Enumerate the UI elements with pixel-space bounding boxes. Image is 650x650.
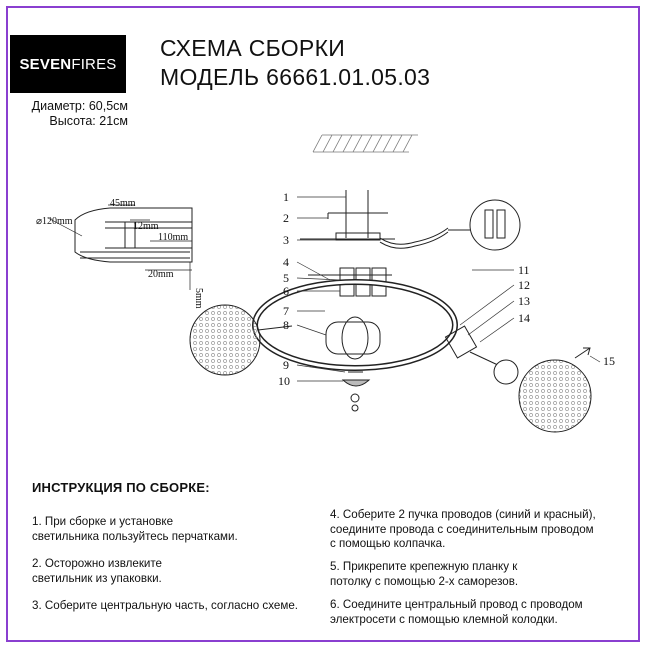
connector-detail <box>448 199 521 251</box>
callout-14: 14 <box>518 311 530 325</box>
callout-11: 11 <box>518 263 530 277</box>
callout-4: 4 <box>283 255 289 269</box>
step-4-line-2: соедините провода с соединительным прово… <box>330 522 594 536</box>
instructions-heading: ИНСТРУКЦИЯ ПО СБОРКЕ: <box>32 480 210 495</box>
callout-leaders <box>296 196 601 382</box>
step-5-line-1: 5. Прикрепите крепежную планку к <box>330 560 518 573</box>
height-text: Высота: 21см <box>49 114 128 128</box>
diameter-text: Диаметр: 60,5см <box>31 99 128 113</box>
page-title: СХЕМА СБОРКИ МОДЕЛЬ 66661.01.05.03 <box>160 34 430 92</box>
instruction-step-3: 3. Соберите центральную часть, согласно … <box>32 599 298 614</box>
callout-15: 15 <box>603 354 615 368</box>
right-glass-shade <box>444 325 592 433</box>
dimensions-block: Диаметр: 60,5см Высота: 21см <box>4 99 128 129</box>
step-4-line-3: с помощью колпачка. <box>330 537 446 550</box>
callout-6: 6 <box>283 284 289 298</box>
page-frame <box>6 6 640 642</box>
callout-3: 3 <box>283 233 289 247</box>
callout-5: 5 <box>283 271 289 285</box>
logo-bold-text: SEVEN <box>19 55 72 73</box>
step-6-line-1: 6. Соедините центральный провод с провод… <box>330 598 583 611</box>
step-3-line-1: 3. Соберите центральную часть, согласно … <box>32 599 298 612</box>
central-assembly <box>300 190 449 412</box>
callout-2: 2 <box>283 211 289 225</box>
instruction-step-1: 1. При сборке и установке светильника по… <box>32 515 238 544</box>
step-2-line-2: светильник из упаковки. <box>32 571 162 585</box>
left-glass-shade <box>189 304 293 376</box>
detail-label-d110: 110mm <box>158 232 188 243</box>
detail-label-d120: ⌀120mm <box>36 216 73 227</box>
callout-12: 12 <box>518 278 530 292</box>
step-1-line-2: светильника пользуйтесь перчатками. <box>32 529 238 543</box>
step-2-line-1: 2. Осторожно извлеките <box>32 557 162 570</box>
callout-1: 1 <box>283 190 289 204</box>
instruction-step-2: 2. Осторожно извлеките светильник из упа… <box>32 557 162 586</box>
logo-light-text: FIRES <box>71 55 117 73</box>
title-line-1: СХЕМА СБОРКИ <box>160 35 346 61</box>
instruction-step-4: 4. Соберите 2 пучка проводов (синий и кр… <box>330 508 596 552</box>
step-1-line-1: 1. При сборке и установке <box>32 515 174 528</box>
step-6-line-2: электросети с помощью клемной колодки. <box>330 612 558 626</box>
ceiling-hatch <box>312 134 418 153</box>
callout-13: 13 <box>518 294 530 308</box>
step-4-line-1: 4. Соберите 2 пучка проводов (синий и кр… <box>330 508 596 521</box>
detail-label-d45: 45mm <box>110 198 136 209</box>
instruction-step-5: 5. Прикрепите крепежную планку к потолку… <box>330 560 518 589</box>
detail-label-d5: 5mm <box>193 288 204 309</box>
callout-8: 8 <box>283 318 289 332</box>
callout-7: 7 <box>283 304 289 318</box>
title-line-2: МОДЕЛЬ 66661.01.05.03 <box>160 64 431 90</box>
callout-9: 9 <box>283 358 289 372</box>
detail-label-d20: 20mm <box>148 269 174 280</box>
assembly-diagram: ⌀120mm 45mm 12mm 110mm 20mm 5mm <box>36 134 615 433</box>
instruction-step-6: 6. Соедините центральный провод с провод… <box>330 598 583 627</box>
step-5-line-2: потолку с помощью 2-х саморезов. <box>330 574 519 588</box>
callout-10: 10 <box>278 374 290 388</box>
mount-detail-drawing <box>47 204 193 290</box>
detail-label-d12: 12mm <box>133 221 159 232</box>
